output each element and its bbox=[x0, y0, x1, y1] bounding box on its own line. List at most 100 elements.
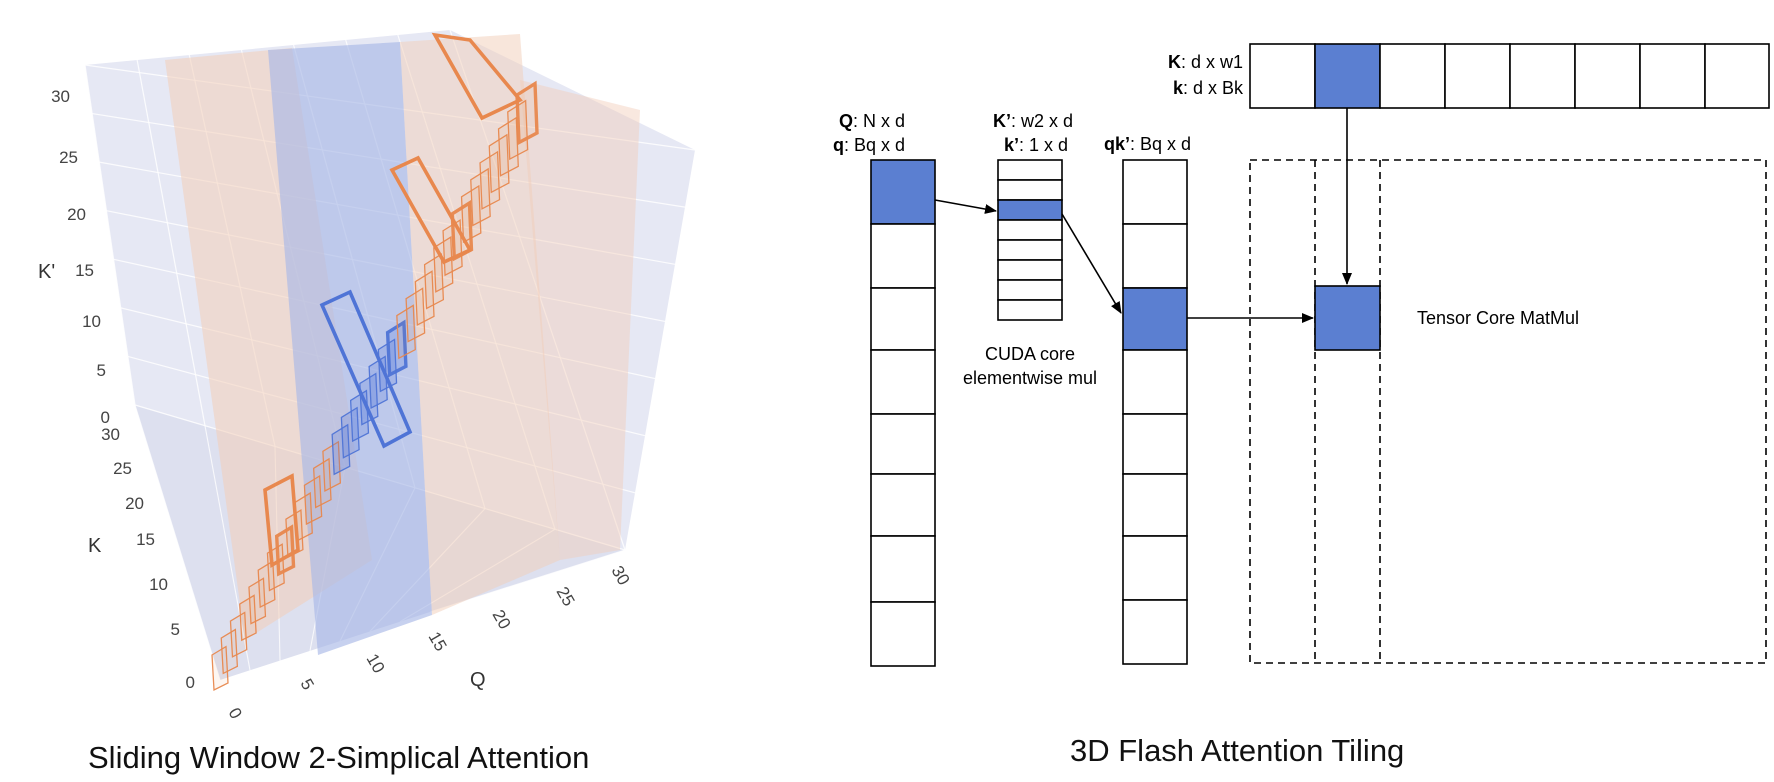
kprime-cell bbox=[997, 219, 1063, 241]
grid-line bbox=[84, 64, 136, 406]
q-tick: 15 bbox=[425, 629, 451, 655]
K-row bbox=[1249, 43, 1770, 109]
qkprime-cell bbox=[1122, 159, 1188, 225]
q-shape-label: q: Bq x d bbox=[833, 135, 905, 155]
q-cell bbox=[870, 349, 936, 415]
q-axis-title: Q bbox=[470, 669, 486, 691]
window-rect bbox=[405, 287, 426, 343]
kprime-cell bbox=[997, 299, 1063, 321]
window-plane bbox=[400, 34, 560, 615]
output-block-highlight bbox=[1314, 285, 1381, 351]
window-rect bbox=[396, 304, 416, 360]
Q-column bbox=[870, 159, 936, 667]
q-cell bbox=[870, 287, 936, 351]
k-block-highlight bbox=[1314, 43, 1381, 109]
q-tick: 0 bbox=[225, 705, 246, 723]
q-tick: 30 bbox=[608, 563, 634, 589]
kprime-cell bbox=[997, 259, 1063, 281]
qkprime-column bbox=[1122, 159, 1188, 665]
qkprime-cell bbox=[1122, 535, 1188, 601]
window-rect bbox=[359, 372, 379, 426]
window-rect bbox=[460, 184, 482, 244]
kprime-cell bbox=[997, 159, 1063, 181]
q-cell bbox=[870, 413, 936, 475]
qkprime-cell bbox=[1122, 599, 1188, 665]
grid-line bbox=[204, 425, 251, 671]
window-rect bbox=[414, 270, 435, 327]
kprime-cell bbox=[997, 239, 1063, 261]
kp-axis-title: K' bbox=[38, 261, 55, 283]
kp-tick: 30 bbox=[51, 87, 70, 106]
window-rect bbox=[340, 406, 360, 459]
k-cell bbox=[1379, 43, 1446, 109]
k-axis-title: K bbox=[88, 535, 102, 557]
window-rect bbox=[488, 133, 510, 194]
window-rect bbox=[385, 319, 408, 378]
k-shape-label: k: d x Bk bbox=[1173, 78, 1244, 98]
q-tick: 10 bbox=[363, 651, 389, 677]
k-cell bbox=[1249, 43, 1316, 109]
k-tick: 25 bbox=[113, 459, 132, 478]
kprime-shape-label: k’: 1 x d bbox=[1004, 135, 1068, 155]
window-rectangles bbox=[211, 32, 539, 692]
grid-line bbox=[136, 59, 206, 426]
arrow-kprime-to-qkprime bbox=[1061, 213, 1122, 314]
window-slab bbox=[263, 473, 300, 568]
q-cell bbox=[870, 535, 936, 603]
q-cell bbox=[870, 601, 936, 667]
k-tick: 5 bbox=[171, 620, 180, 639]
axis-k: 30 25 20 15 10 5 0 K bbox=[88, 425, 195, 692]
flow-arrows bbox=[934, 108, 1352, 323]
grid-line bbox=[134, 404, 221, 681]
k-cell bbox=[1509, 43, 1576, 109]
k-cell bbox=[1574, 43, 1641, 109]
q-tick: 5 bbox=[297, 676, 318, 694]
sliding-window-3d-plot: 30 25 20 15 10 5 0 K' 30 25 20 15 10 5 0… bbox=[38, 29, 696, 775]
window-plane bbox=[268, 42, 432, 655]
K-shape-label: K: d x w1 bbox=[1168, 52, 1243, 72]
k-tick: 15 bbox=[136, 530, 155, 549]
k-cell bbox=[1639, 43, 1706, 109]
kp-tick: 10 bbox=[82, 312, 101, 331]
cuda-note-line2: elementwise mul bbox=[963, 368, 1097, 388]
kprime-cell bbox=[997, 279, 1063, 301]
kp-tick: 5 bbox=[97, 361, 106, 380]
Q-shape-label: Q: N x d bbox=[839, 111, 905, 131]
kprime-cell bbox=[997, 179, 1063, 201]
q-cell bbox=[870, 223, 936, 289]
qkprime-shape-label: qk’: Bq x d bbox=[1104, 134, 1191, 154]
k-tick: 0 bbox=[186, 673, 195, 692]
kprime-row-highlight bbox=[997, 199, 1063, 221]
qkprime-cell bbox=[1122, 473, 1188, 537]
kp-tick: 20 bbox=[67, 205, 86, 224]
window-slab bbox=[319, 289, 413, 449]
window-plane bbox=[520, 80, 640, 560]
window-rect bbox=[470, 167, 491, 227]
k-tick: 30 bbox=[101, 425, 120, 444]
q-tick: 25 bbox=[553, 584, 579, 610]
qkprime-cell bbox=[1122, 349, 1188, 415]
qkprime-cell bbox=[1122, 223, 1188, 289]
kp-tick: 15 bbox=[75, 261, 94, 280]
window-rect bbox=[423, 253, 445, 310]
Kprime-column bbox=[997, 159, 1063, 321]
window-slab bbox=[431, 32, 523, 121]
q-tick: 20 bbox=[489, 607, 515, 633]
qkprime-block-highlight bbox=[1122, 287, 1188, 351]
tensor-core-note: Tensor Core MatMul bbox=[1417, 308, 1579, 328]
axis-kprime: 30 25 20 15 10 5 0 K' bbox=[38, 87, 110, 427]
cuda-note-line1: CUDA core bbox=[985, 344, 1075, 364]
k-cell bbox=[1444, 43, 1511, 109]
qkprime-cell bbox=[1122, 413, 1188, 475]
window-rect bbox=[497, 116, 519, 177]
kp-tick: 25 bbox=[59, 148, 78, 167]
kp-tick: 0 bbox=[101, 408, 110, 427]
flash-attention-tiling-diagram: Q: N x d q: Bq x d K’: w2 x d k’: 1 x d … bbox=[833, 43, 1770, 768]
output-dashed-box bbox=[1249, 159, 1767, 664]
q-cell bbox=[870, 473, 936, 537]
left-caption: Sliding Window 2-Simplical Attention bbox=[88, 740, 589, 775]
arrow-q-to-kprime bbox=[934, 199, 997, 214]
window-rect bbox=[479, 150, 501, 210]
window-rect bbox=[515, 80, 539, 146]
